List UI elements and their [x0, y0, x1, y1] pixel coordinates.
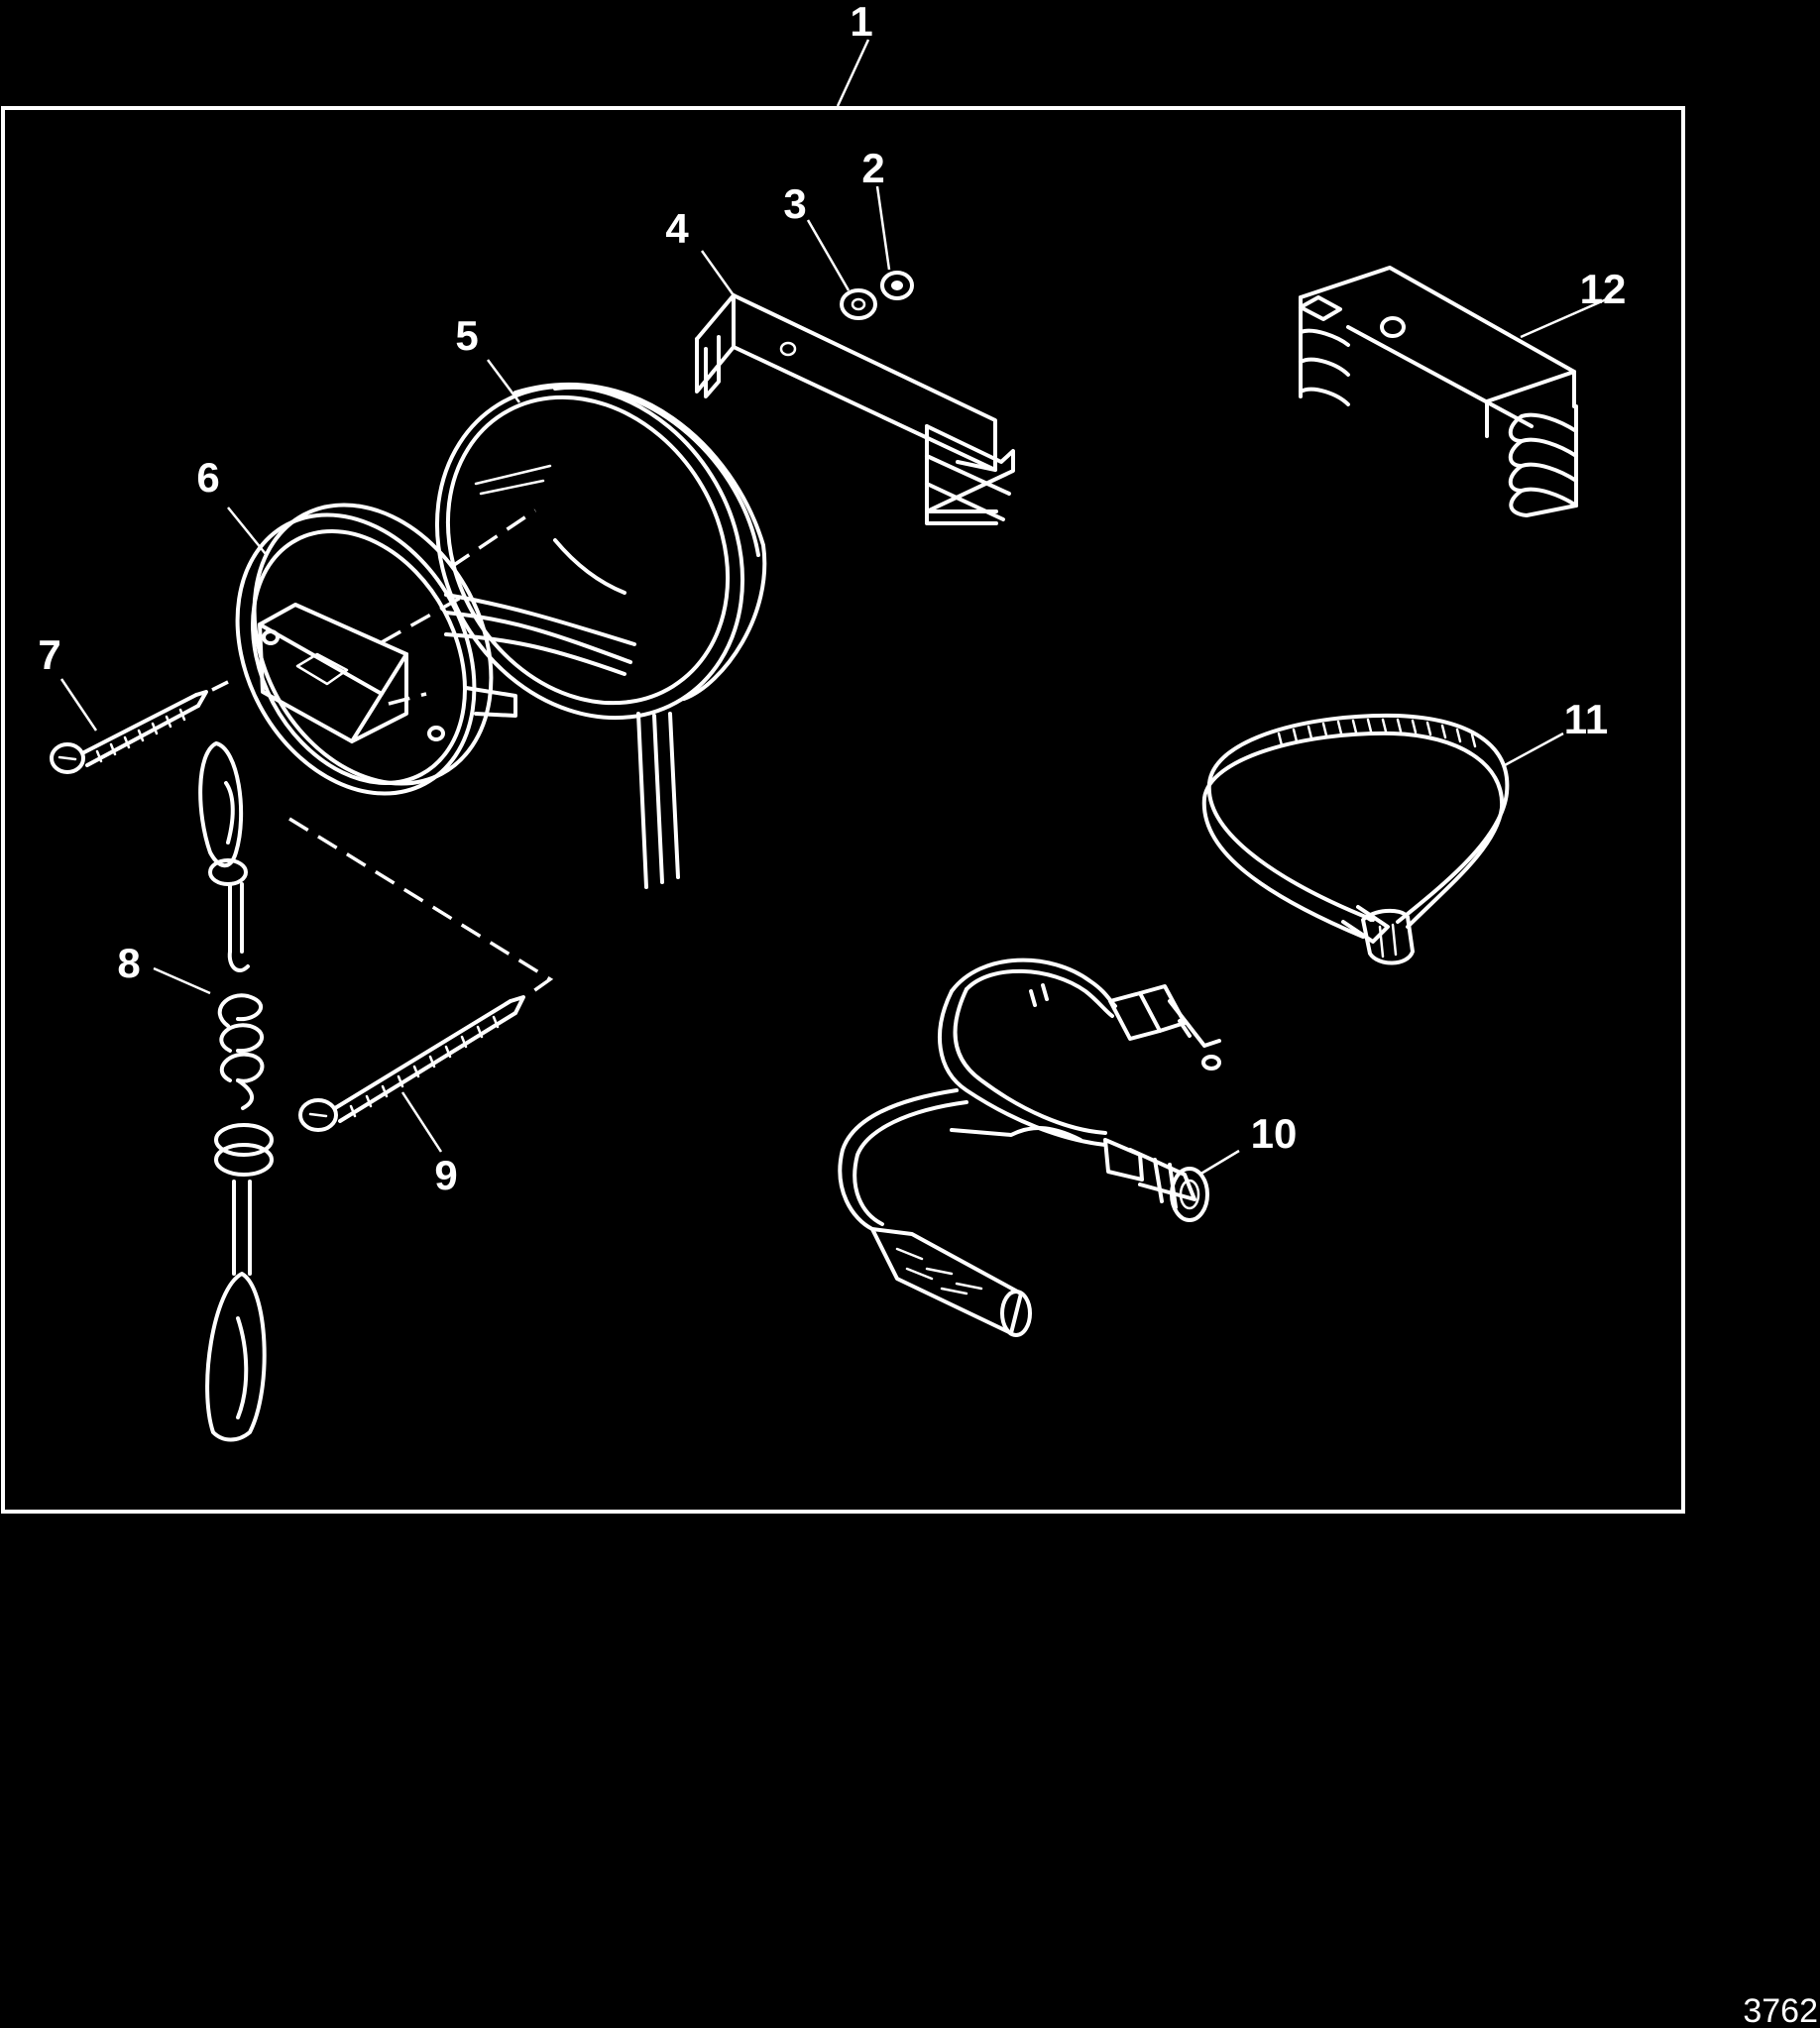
- leader-7: [59, 678, 98, 732]
- part-9-screw: [288, 817, 554, 1132]
- part-5-ring: [434, 382, 767, 721]
- leader-1: [836, 39, 870, 107]
- part-8-lanyard: [198, 741, 274, 1442]
- part-6-plate: [235, 503, 536, 796]
- part-12-clip: [1299, 266, 1578, 517]
- callout-1: 1: [850, 0, 872, 45]
- callout-6: 6: [196, 454, 219, 501]
- leader-2: [875, 185, 891, 271]
- part-3-washer: [840, 288, 877, 320]
- leader-9: [400, 1091, 443, 1153]
- diagram-frame: [1, 106, 1685, 1514]
- leader-8: [153, 966, 211, 995]
- part-10-harness: [838, 958, 1221, 1337]
- figure-number: 3762: [1743, 1992, 1818, 2028]
- leader-3: [806, 219, 851, 291]
- wire-bundle: [444, 593, 680, 889]
- leader-12: [1520, 295, 1612, 339]
- callout-8: 8: [117, 940, 140, 986]
- callout-11: 11: [1564, 696, 1608, 742]
- callout-9: 9: [434, 1152, 457, 1198]
- part-7-screw: [50, 680, 229, 774]
- leader-10: [1198, 1149, 1240, 1177]
- callout-10: 10: [1251, 1110, 1298, 1157]
- leader-5: [486, 359, 521, 403]
- callout-3: 3: [783, 180, 806, 227]
- part-11-clamp: [1201, 713, 1510, 965]
- part-2-nut: [880, 271, 914, 300]
- leader-11: [1504, 732, 1564, 767]
- callout-12: 12: [1580, 266, 1627, 312]
- callout-4: 4: [665, 205, 689, 252]
- callout-5: 5: [455, 312, 478, 359]
- callout-2: 2: [861, 145, 884, 191]
- leader-6: [227, 507, 267, 555]
- part-4-bracket: [695, 293, 1015, 525]
- leader-4: [700, 250, 736, 296]
- callout-7: 7: [38, 631, 60, 678]
